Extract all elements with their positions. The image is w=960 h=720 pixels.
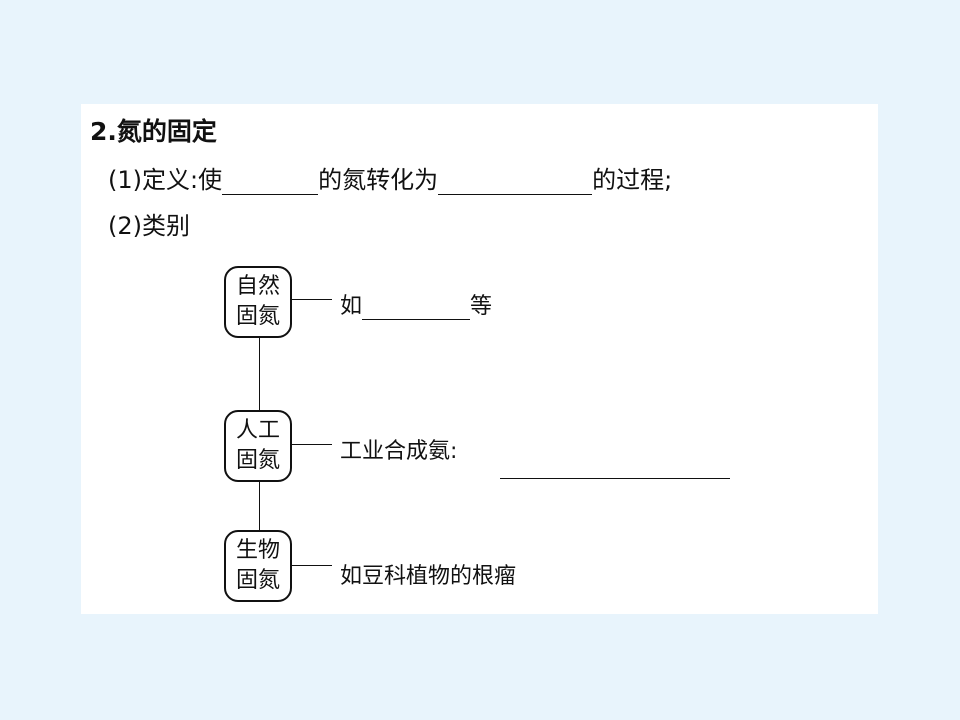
desc-suffix: 等 [470,294,493,319]
blank-1[interactable] [222,174,319,195]
blank-4[interactable] [500,478,730,479]
box-label-line1: 自然 [235,274,280,299]
slide-panel [81,104,878,614]
definition-prefix: (1)定义:使 [108,166,223,194]
definition-suffix: 的过程; [592,166,673,194]
artificial-fixation-box: 人工 固氮 [224,410,292,482]
connector-horizontal-1 [292,299,332,300]
connector-horizontal-2 [292,444,332,445]
artificial-fixation-desc: 工业合成氨: [340,439,458,464]
connector-horizontal-3 [292,565,332,566]
natural-fixation-desc: 如等 [340,288,492,320]
box-label-line1: 生物 [235,538,280,563]
desc-prefix: 如 [340,294,363,319]
connector-vertical-2 [259,481,260,531]
definition-middle: 的氮转化为 [318,166,439,194]
category-line: (2)类别 [108,212,190,240]
blank-3[interactable] [362,289,471,320]
box-label-line2: 固氮 [235,568,280,593]
connector-vertical-1 [259,337,260,411]
section-heading: 2.氮的固定 [90,117,217,146]
box-label-line2: 固氮 [235,304,280,329]
box-label-line1: 人工 [235,418,280,443]
box-label-line2: 固氮 [235,448,280,473]
definition-line: (1)定义:使 的氮转化为 的过程; [108,160,672,195]
blank-2[interactable] [438,174,593,195]
biological-fixation-desc: 如豆科植物的根瘤 [340,564,517,589]
natural-fixation-box: 自然 固氮 [224,266,292,338]
biological-fixation-box: 生物 固氮 [224,530,292,602]
